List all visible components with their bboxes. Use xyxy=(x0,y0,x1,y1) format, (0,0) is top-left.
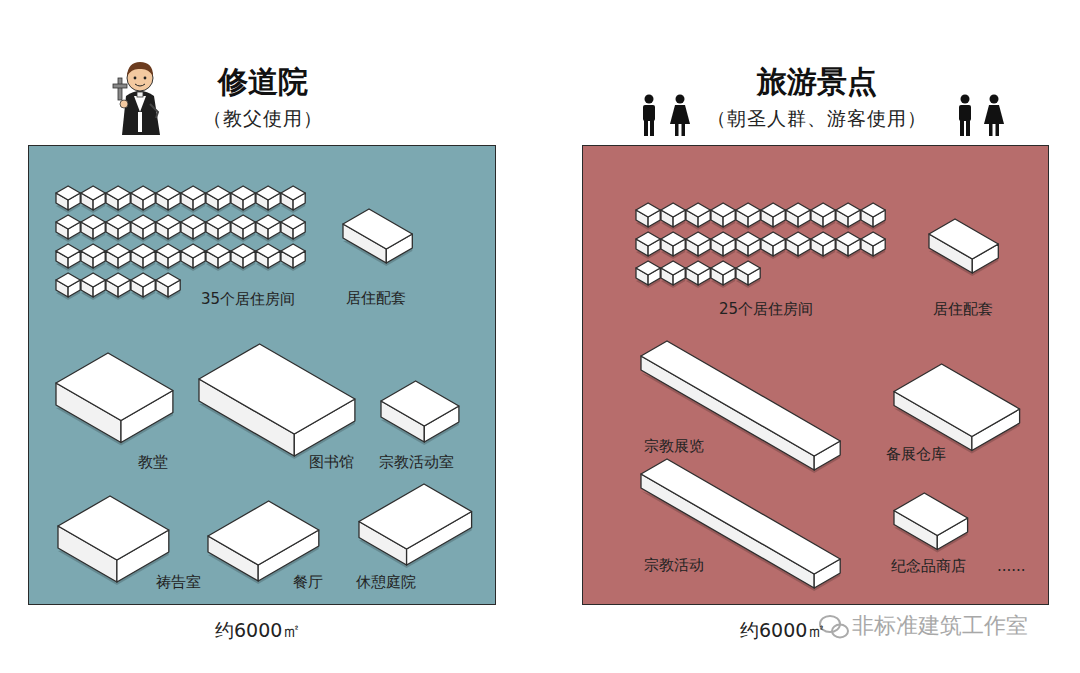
block-label: 25个居住房间 xyxy=(719,300,813,318)
area-label: 约6000㎡ xyxy=(215,618,301,643)
zone-title: 旅游景点 xyxy=(583,64,1050,100)
building-block: 休憩庭院 xyxy=(359,484,474,569)
building-block: 居住配套 xyxy=(929,219,1001,277)
zone-subtitle: （教父使用） xyxy=(29,106,497,130)
zone-panel: 修道院（教父使用）35个居住房间居住配套教堂图书馆宗教活动室祷告室餐厅休憩庭院 xyxy=(28,145,496,605)
block-label: 居住配套 xyxy=(346,289,406,307)
iso-block xyxy=(359,484,474,569)
building-block: 餐厅 xyxy=(208,501,321,585)
block-label: 宗教展览 xyxy=(644,437,704,455)
block-label: 35个居住房间 xyxy=(201,290,295,308)
building-block: 教堂 xyxy=(56,353,175,447)
building-block: 祷告室 xyxy=(58,496,171,586)
iso-block xyxy=(208,501,321,585)
block-label: 休憩庭院 xyxy=(356,573,416,591)
zone-title: 修道院 xyxy=(29,64,497,100)
building-block: 纪念品商店 xyxy=(894,493,970,554)
block-label: 纪念品商店 xyxy=(891,557,966,575)
zone-panel: 旅游景点（朝圣人群、游客使用）25个居住房间居住配套宗教展览备展仓库宗教活动纪念… xyxy=(582,145,1049,605)
block-label: 宗教活动 xyxy=(644,556,704,574)
iso-block xyxy=(894,493,970,554)
block-label: 教堂 xyxy=(138,453,168,471)
building-block: 备展仓库 xyxy=(894,364,1022,455)
building-block: 宗教展览 xyxy=(641,341,843,474)
block-label: 图书馆 xyxy=(309,453,354,471)
block-label: 祷告室 xyxy=(156,573,201,591)
cube-grid xyxy=(636,203,886,290)
iso-block xyxy=(56,353,175,447)
iso-block xyxy=(381,381,461,446)
room-cluster: 25个居住房间 xyxy=(636,203,886,290)
iso-block xyxy=(343,209,415,267)
iso-block xyxy=(894,364,1022,455)
zone-subtitle: （朝圣人群、游客使用） xyxy=(583,106,1050,130)
building-block: 宗教活动室 xyxy=(381,381,461,446)
cube-grid xyxy=(56,186,306,302)
block-label: 居住配套 xyxy=(933,300,993,318)
ellipsis-label: ...... xyxy=(997,556,1026,577)
priest-figure xyxy=(113,62,160,135)
block-label: 宗教活动室 xyxy=(379,453,454,471)
watermark: 非标准建筑工作室 xyxy=(852,612,1028,640)
iso-block xyxy=(929,219,1001,277)
building-block: 居住配套 xyxy=(343,209,415,267)
building-block: 图书馆 xyxy=(199,344,357,460)
iso-block xyxy=(58,496,171,586)
block-label: 餐厅 xyxy=(293,573,323,591)
building-block: 宗教活动 xyxy=(641,459,843,592)
area-label: 约6000㎡ xyxy=(740,618,826,643)
iso-block xyxy=(199,344,357,460)
block-label: 备展仓库 xyxy=(886,445,946,463)
room-cluster: 35个居住房间 xyxy=(56,186,306,302)
